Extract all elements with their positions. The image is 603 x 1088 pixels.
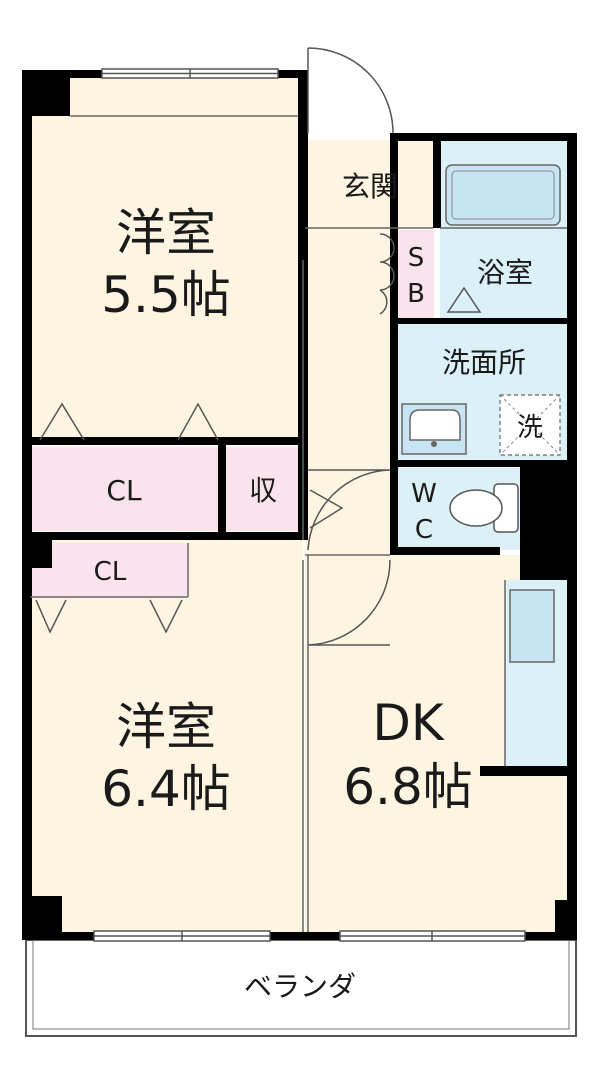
labels: 洋室 5.5帖 洋室 6.4帖 DK 6.8帖 玄関 浴室 洗面所 洗 S B … — [94, 170, 543, 1003]
bathroom-label: 浴室 — [477, 256, 533, 289]
windows — [93, 68, 526, 942]
shoe-box-floor — [398, 230, 434, 318]
walls — [22, 70, 577, 940]
washroom-label: 洗面所 — [442, 346, 526, 379]
bathroom-entry-step — [446, 286, 482, 313]
doors — [35, 47, 395, 646]
washer-space-label: 洗 — [517, 413, 543, 443]
western-room-2-name: 洋室 — [116, 698, 216, 756]
kitchen-sink — [509, 589, 555, 663]
toilet-label-line2: C — [415, 515, 433, 545]
partition-lines — [30, 115, 567, 932]
entrance-label: 玄関 — [342, 170, 398, 203]
closet-2-floor — [30, 543, 188, 597]
western-room-1-size: 5.5帖 — [101, 266, 231, 324]
closet-1-floor — [30, 447, 218, 531]
entrance-floor — [305, 140, 433, 228]
western-room-1-name: 洋室 — [116, 204, 216, 262]
storage-label: 収 — [249, 474, 277, 507]
storage-floor — [226, 447, 300, 531]
bathtub — [445, 164, 561, 226]
western-room-2-size: 6.4帖 — [101, 760, 231, 818]
veranda-label: ベランダ — [244, 970, 356, 1003]
western-room-2-floor — [30, 540, 303, 934]
closet-2-label: CL — [94, 557, 127, 587]
dk-size: 6.8帖 — [343, 758, 473, 816]
floor-areas — [30, 76, 570, 934]
dk-name: DK — [372, 694, 445, 752]
closet-1-label: CL — [106, 474, 142, 507]
toilet-label-line1: W — [411, 479, 437, 509]
shoe-box-label-line1: S — [408, 243, 425, 273]
toilet — [449, 483, 519, 533]
shoe-box-label-line2: B — [407, 279, 425, 309]
western-room-1-floor — [30, 76, 303, 440]
washbasin — [401, 403, 467, 455]
washer-space — [499, 394, 561, 456]
